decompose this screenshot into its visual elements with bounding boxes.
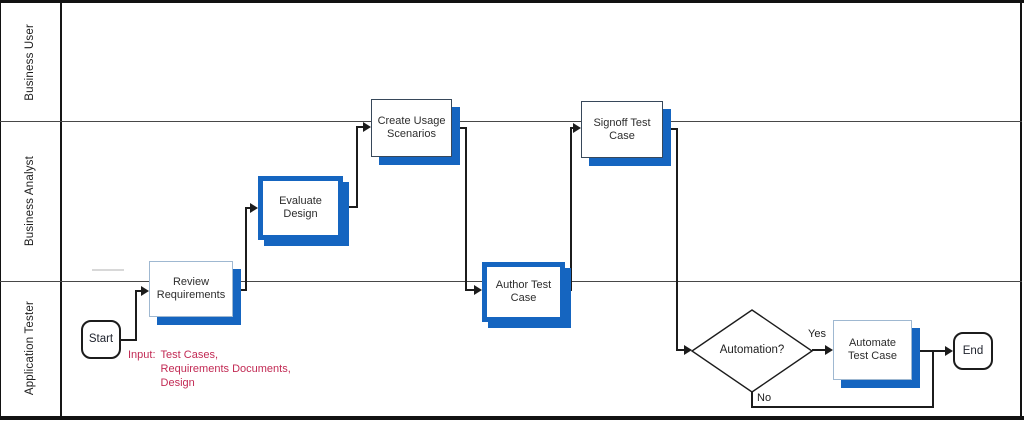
arrowhead-into-signoff — [573, 123, 581, 133]
connector-author-signoff — [570, 127, 575, 129]
connector-evaluate-create — [356, 126, 365, 128]
connector-signoff-decision — [676, 128, 678, 351]
connector-no-branch — [751, 406, 934, 408]
connector-start-review — [135, 290, 143, 292]
node-evaluate-design: Evaluate Design — [258, 176, 343, 240]
frame-left-border — [0, 0, 1, 420]
connector-create-author — [452, 127, 467, 129]
node-label-line: Create Usage — [377, 115, 446, 127]
node-author-test-case: Author Test Case — [482, 262, 565, 322]
node-automation-decision: Automation? — [719, 344, 785, 356]
connector-signoff-decision — [663, 128, 678, 130]
connector-review-evaluate — [245, 207, 247, 291]
node-label-line: Evaluate — [279, 195, 322, 207]
lane-label-text: Business Analyst — [24, 155, 36, 247]
connector-create-author — [465, 127, 467, 291]
node-label: End — [962, 344, 984, 357]
connector-review-evaluate — [245, 207, 252, 209]
arrowhead-into-review — [141, 286, 149, 296]
lane-business-user: Business User — [0, 3, 60, 121]
arrowhead-into-author — [474, 285, 482, 295]
connector-author-signoff — [565, 289, 572, 291]
node-start: Start — [81, 320, 121, 359]
node-label-line: Design — [283, 208, 318, 220]
node-label-line: Case — [609, 129, 635, 142]
connector-no-branch — [751, 390, 753, 408]
lane-business-analyst: Business Analyst — [0, 121, 60, 281]
node-label-line: Author Test — [495, 279, 552, 291]
annotation-prefix: Input: — [128, 349, 156, 361]
node-label-line: Scenarios — [387, 128, 436, 140]
input-annotation: Input: Test Cases, Requirements Document… — [128, 348, 291, 390]
connector-author-signoff — [570, 127, 572, 291]
connector-start-review — [135, 291, 137, 341]
frame-bottom-border — [0, 416, 1024, 420]
node-automate-test-case: Automate Test Case — [833, 320, 912, 380]
frame-right-border — [1020, 0, 1022, 420]
node-label: Start — [88, 333, 114, 345]
lane-application-tester: Application Tester — [0, 281, 60, 416]
connector-create-author — [465, 289, 476, 291]
annotation-item: Requirements Documents, — [160, 363, 291, 375]
scan-artifact-line — [92, 269, 124, 271]
connector-evaluate-create — [343, 206, 358, 208]
connector-evaluate-create — [356, 126, 358, 208]
node-label-line: Review — [172, 276, 210, 288]
arrowhead-into-automate — [825, 345, 833, 355]
node-label-line: Test Case — [848, 350, 897, 362]
arrowhead-into-create — [363, 122, 371, 132]
node-automation-decision-shape — [690, 309, 814, 393]
arrowhead-into-decision — [684, 345, 692, 355]
annotation-item: Design — [160, 377, 195, 389]
edge-label-no: No — [757, 392, 772, 404]
connector-automate-end — [912, 350, 945, 352]
connector-signoff-decision — [676, 349, 686, 351]
edge-label-yes: Yes — [808, 328, 826, 340]
arrowhead-into-evaluate — [250, 203, 258, 213]
node-end: End — [953, 332, 993, 370]
node-label-line: Case — [510, 292, 537, 304]
node-signoff-test-case: Signoff Test Case — [581, 101, 663, 158]
node-label-line: Requirements — [156, 289, 226, 301]
arrowhead-into-end — [945, 346, 953, 356]
lane-label-text: Application Tester — [24, 301, 36, 396]
connector-start-review — [121, 339, 137, 341]
lane-label-text: Business User — [24, 23, 36, 101]
frame-top-border — [0, 0, 1024, 3]
lane-boundary-1 — [0, 121, 1022, 122]
lane-label-column-divider — [60, 3, 62, 416]
connector-review-evaluate — [233, 289, 247, 291]
connector-no-branch — [932, 351, 934, 408]
node-label-line: Automate — [848, 337, 897, 349]
node-review-requirements: Review Requirements — [149, 261, 233, 317]
node-label-line: Signoff Test — [593, 116, 651, 129]
node-create-usage-scenarios: Create Usage Scenarios — [371, 99, 452, 157]
connector-yes-automate — [812, 349, 825, 351]
annotation-item: Test Cases, — [160, 349, 218, 361]
